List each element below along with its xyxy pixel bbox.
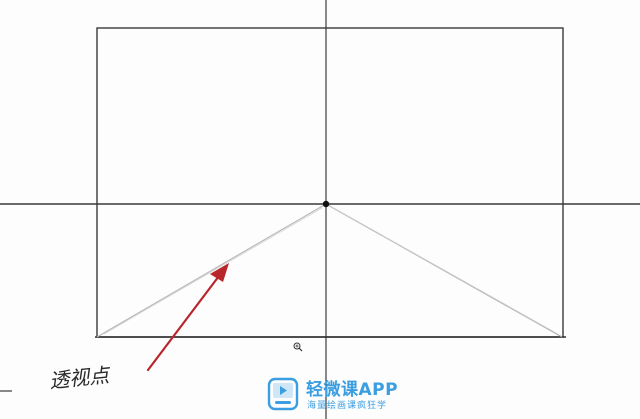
perspective-line-left xyxy=(96,203,327,338)
red-arrow-shaft xyxy=(146,270,224,372)
perspective-line-right-sketch xyxy=(329,205,557,334)
watermark-logo: 轻微课APP 海量绘画课疯狂学 xyxy=(266,375,399,415)
picture-frame xyxy=(96,27,564,338)
watermark-title: 轻微课APP xyxy=(306,380,399,400)
video-play-logo-icon xyxy=(267,377,299,411)
zoom-in-icon xyxy=(293,342,303,352)
handwritten-annotation: 透视点 xyxy=(48,363,112,393)
perspective-line-left-sketch xyxy=(103,207,323,335)
red-arrow-head xyxy=(210,263,229,282)
vanishing-point xyxy=(322,200,330,208)
watermark-subtitle: 海量绘画课疯狂学 xyxy=(307,401,388,411)
